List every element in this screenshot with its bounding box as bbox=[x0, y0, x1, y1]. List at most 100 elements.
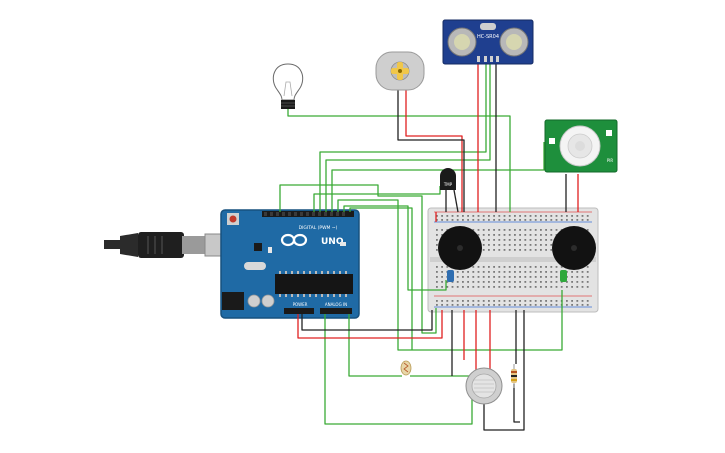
breadboard-hole bbox=[550, 244, 553, 246]
breadboard-hole bbox=[566, 281, 568, 283]
breadboard-hole bbox=[524, 266, 527, 268]
breadboard-hole bbox=[472, 286, 475, 288]
breadboard-hole bbox=[477, 229, 480, 231]
breadboard-hole bbox=[472, 276, 475, 278]
breadboard-hole bbox=[581, 276, 584, 278]
breadboard-hole bbox=[467, 304, 469, 306]
breadboard-hole bbox=[451, 286, 454, 288]
breadboard-hole bbox=[545, 300, 547, 302]
breadboard-hole bbox=[477, 300, 480, 302]
breadboard-hole bbox=[576, 215, 579, 217]
breadboard-hole bbox=[493, 215, 495, 217]
wire-black bbox=[453, 189, 459, 213]
breadboard-hole bbox=[436, 244, 438, 246]
breadboard-hole bbox=[508, 300, 511, 302]
breadboard-hole bbox=[571, 271, 573, 273]
breadboard-hole bbox=[586, 219, 589, 221]
breadboard-hole bbox=[503, 300, 506, 302]
breadboard-hole bbox=[477, 304, 480, 306]
breadboard-hole bbox=[576, 286, 579, 288]
wire-green bbox=[343, 205, 447, 291]
breadboard-hole bbox=[472, 304, 475, 306]
breadboard-hole bbox=[508, 281, 511, 283]
breadboard-hole bbox=[482, 281, 485, 283]
analog-header bbox=[320, 308, 352, 314]
breadboard-hole bbox=[581, 300, 584, 302]
breadboard-hole bbox=[519, 215, 521, 217]
breadboard-hole bbox=[540, 234, 542, 236]
wire-green bbox=[324, 314, 473, 425]
photoresistor bbox=[400, 360, 412, 376]
breadboard-hole bbox=[555, 286, 558, 288]
breadboard-hole bbox=[436, 266, 438, 268]
breadboard-hole bbox=[488, 266, 490, 268]
breadboard-hole bbox=[441, 281, 443, 283]
breadboard-hole bbox=[503, 281, 506, 283]
breadboard-hole bbox=[529, 271, 532, 273]
breadboard-hole bbox=[514, 281, 516, 283]
power-header bbox=[284, 308, 314, 314]
ultrasonic-sensor: HC-SR04 bbox=[442, 19, 534, 65]
breadboard-hole bbox=[581, 281, 584, 283]
gas-sensor bbox=[465, 367, 503, 405]
wire-red bbox=[297, 310, 443, 339]
resistor bbox=[511, 364, 517, 388]
breadboard-hole bbox=[503, 229, 506, 231]
breadboard-hole bbox=[451, 215, 454, 217]
breadboard-hole bbox=[545, 266, 547, 268]
breadboard-hole bbox=[581, 215, 584, 217]
breadboard-hole bbox=[534, 249, 537, 251]
breadboard-hole bbox=[540, 266, 542, 268]
breadboard-hole bbox=[540, 286, 542, 288]
breadboard-hole bbox=[493, 300, 495, 302]
breadboard-hole bbox=[576, 276, 579, 278]
breadboard-hole bbox=[467, 219, 469, 221]
breadboard-hole bbox=[540, 215, 542, 217]
breadboard-hole bbox=[451, 219, 454, 221]
breadboard-hole bbox=[576, 281, 579, 283]
breadboard-hole bbox=[545, 304, 547, 306]
wire-green bbox=[325, 62, 491, 212]
breadboard-hole bbox=[498, 271, 501, 273]
breadboard-hole bbox=[451, 300, 454, 302]
power-label: POWER bbox=[293, 302, 308, 307]
breadboard-hole bbox=[581, 271, 584, 273]
breadboard-hole bbox=[482, 234, 485, 236]
breadboard-hole bbox=[498, 286, 501, 288]
breadboard-hole bbox=[545, 271, 547, 273]
breadboard-hole bbox=[519, 239, 521, 241]
breadboard-hole bbox=[472, 219, 475, 221]
breadboard-hole bbox=[529, 234, 532, 236]
breadboard-hole bbox=[498, 266, 501, 268]
breadboard-hole bbox=[493, 244, 495, 246]
breadboard-hole bbox=[498, 234, 501, 236]
breadboard-hole bbox=[472, 271, 475, 273]
breadboard-hole bbox=[488, 276, 490, 278]
breadboard-hole bbox=[571, 304, 573, 306]
breadboard-hole bbox=[519, 266, 521, 268]
breadboard-hole bbox=[503, 249, 506, 251]
breadboard-hole bbox=[441, 271, 443, 273]
breadboard-hole bbox=[534, 215, 537, 217]
breadboard-hole bbox=[488, 234, 490, 236]
breadboard-hole bbox=[540, 271, 542, 273]
breadboard-hole bbox=[519, 271, 521, 273]
breadboard-hole bbox=[534, 266, 537, 268]
breadboard-hole bbox=[534, 276, 537, 278]
breadboard-hole bbox=[482, 276, 485, 278]
breadboard-hole bbox=[571, 219, 573, 221]
breadboard-hole bbox=[436, 281, 438, 283]
analog-label: ANALOG IN bbox=[325, 302, 347, 307]
breadboard-hole bbox=[493, 249, 495, 251]
breadboard-hole bbox=[571, 286, 573, 288]
breadboard-hole bbox=[514, 239, 516, 241]
breadboard-hole bbox=[488, 219, 490, 221]
breadboard-hole bbox=[467, 300, 469, 302]
breadboard-hole bbox=[482, 239, 485, 241]
breadboard-hole bbox=[508, 266, 511, 268]
piezo-buzzer-left bbox=[438, 226, 482, 282]
breadboard-hole bbox=[586, 276, 589, 278]
breadboard-hole bbox=[441, 229, 443, 231]
wire-black bbox=[513, 384, 520, 423]
breadboard-hole bbox=[493, 304, 495, 306]
